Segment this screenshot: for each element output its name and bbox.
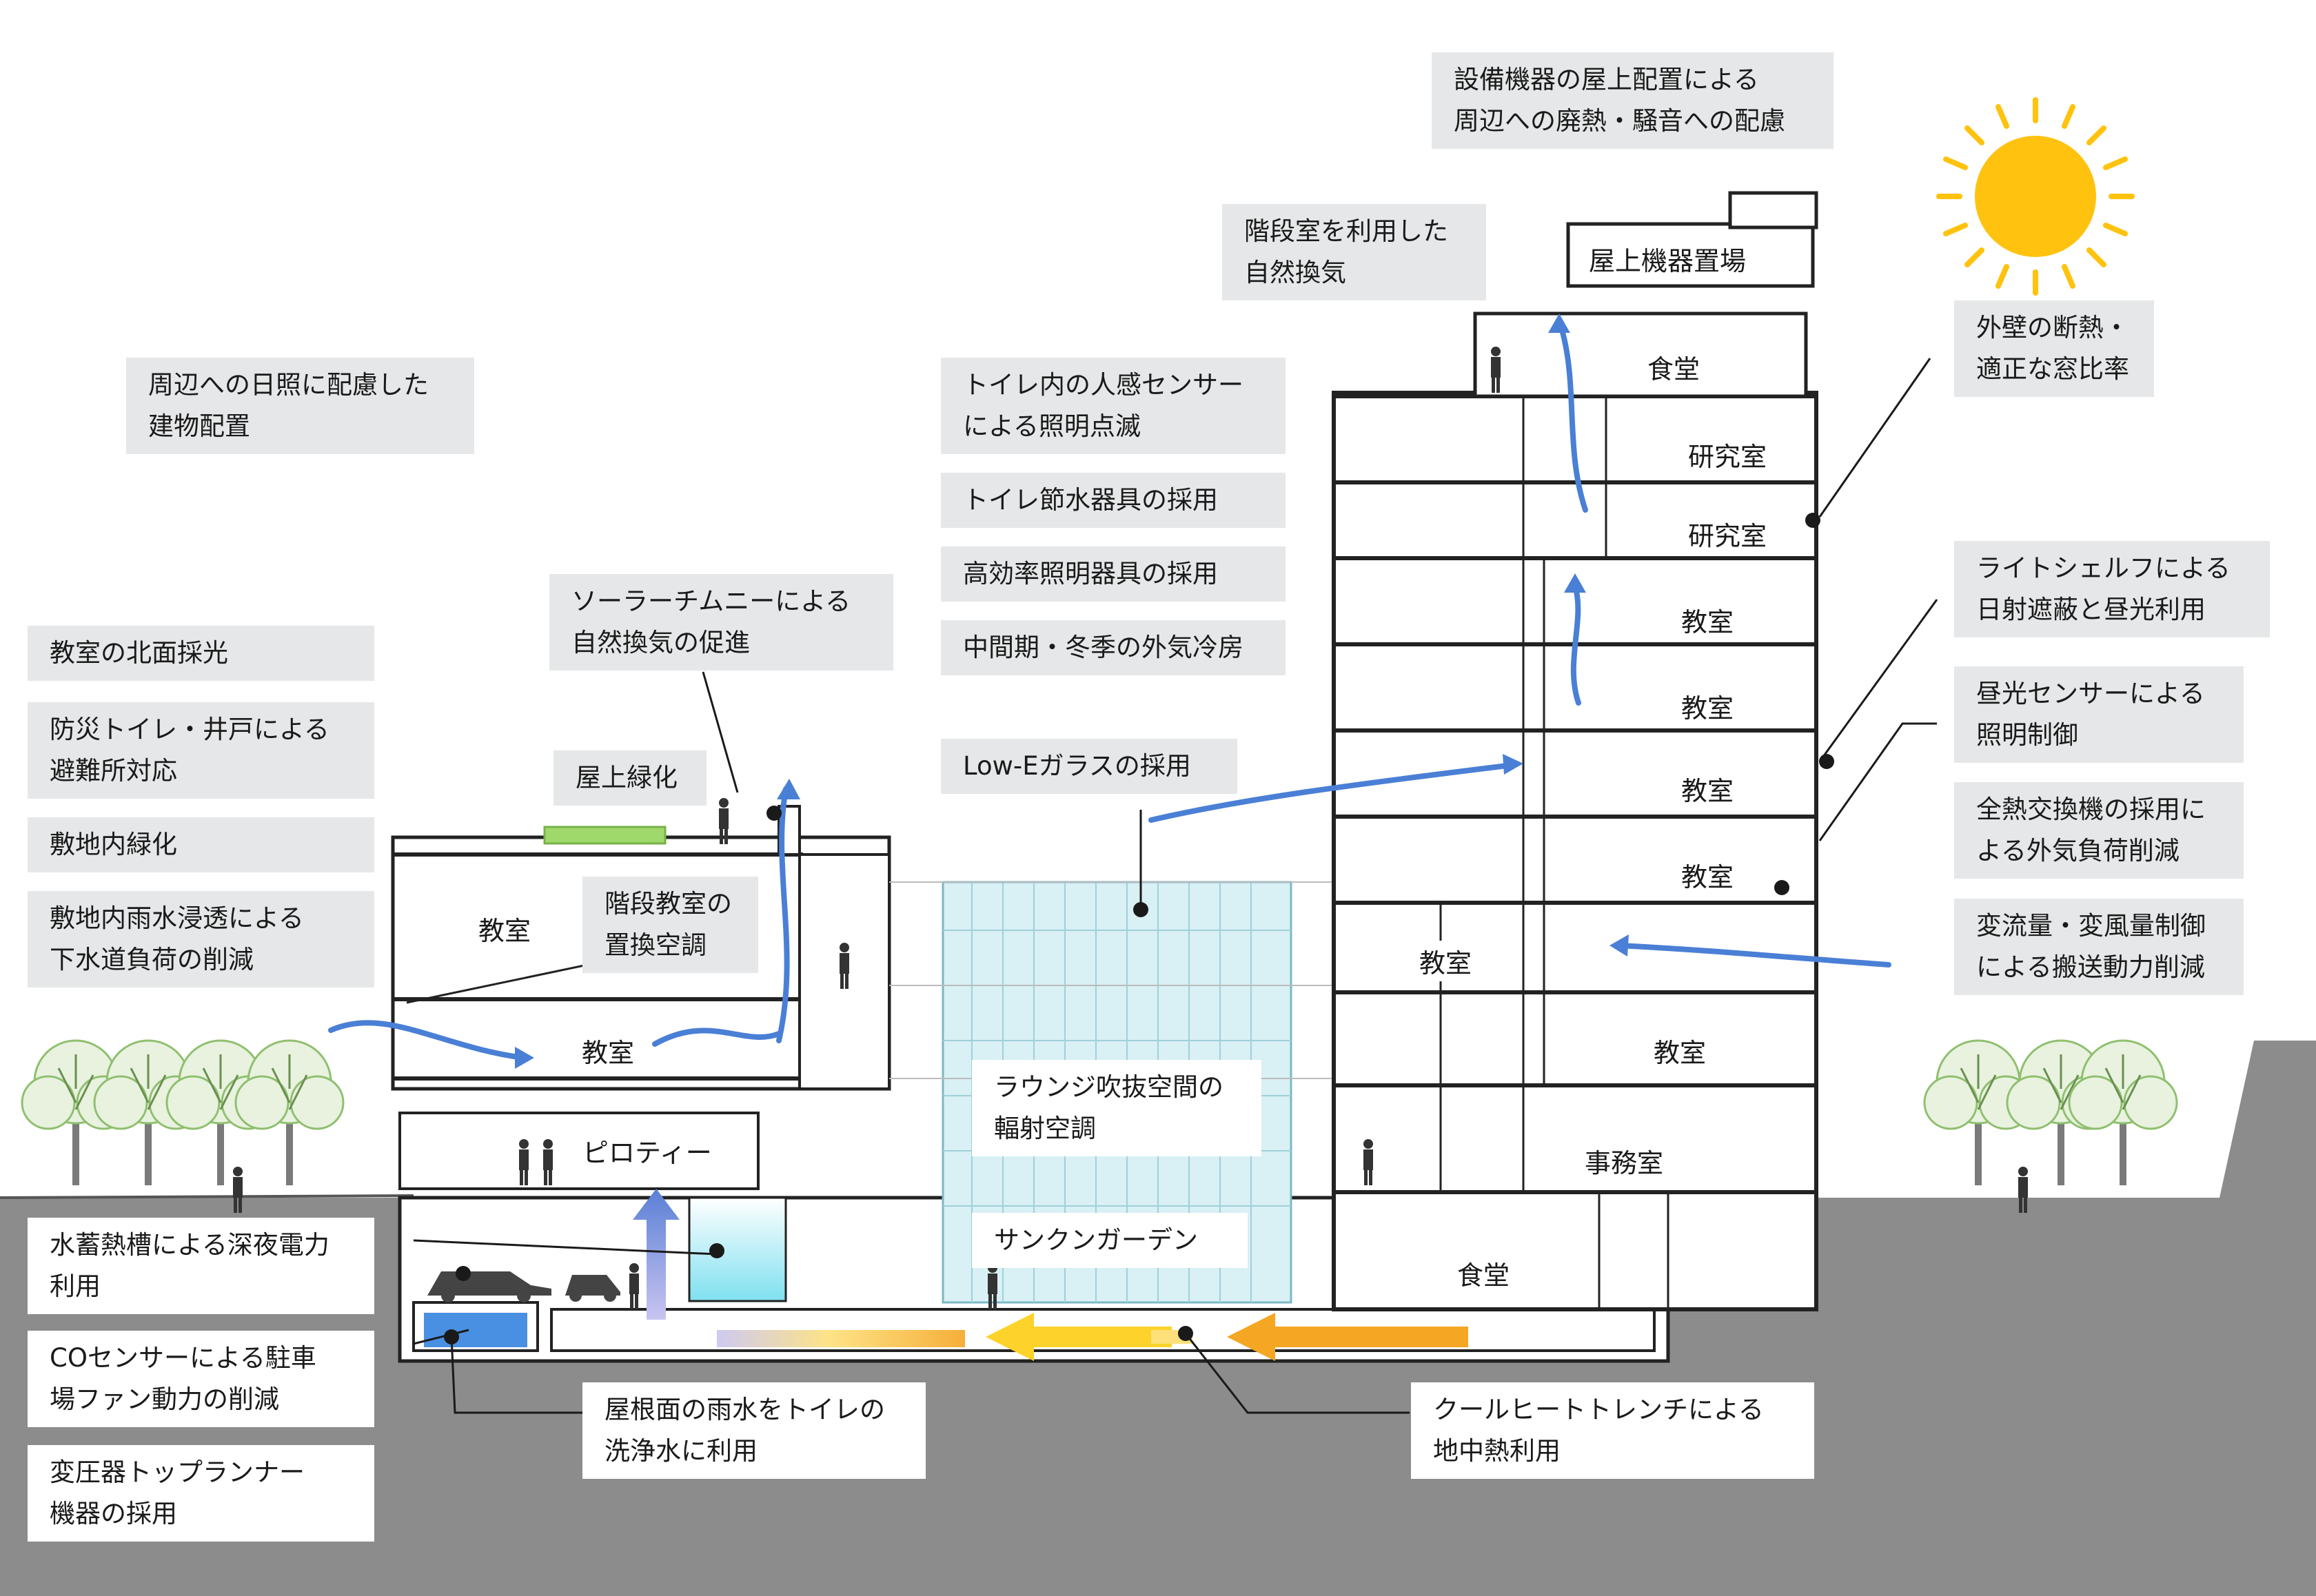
callout-lounge-radiant: ラウンジ吹抜空間の 輻射空調 bbox=[972, 1060, 1261, 1156]
callout-solar-chimney: ソーラーチムニーによる 自然換気の促進 bbox=[549, 574, 893, 671]
cool-heat-trench-arrows bbox=[717, 1313, 1468, 1361]
callout-cool-heat-trench: クールヒートトレンチによる 地中熱利用 bbox=[1411, 1382, 1814, 1479]
thermal-tank bbox=[688, 1196, 787, 1302]
room-cafeteria-top: 食堂 bbox=[1647, 354, 1700, 385]
room-classroom-r4: 教室 bbox=[1672, 855, 1744, 895]
callout-sunken-garden: サンクンガーデン bbox=[972, 1213, 1248, 1268]
callout-toilet-sensor: トイレ内の人感センサー による照明点滅 bbox=[941, 358, 1286, 454]
callout-daylight-sensor: 昼光センサーによる 照明制御 bbox=[1954, 666, 2244, 763]
piloti-area bbox=[398, 1112, 760, 1190]
room-rooftop-equipment: 屋上機器置場 bbox=[1589, 246, 1747, 276]
callout-co-sensor: COセンサーによる駐車 場ファン動力の削減 bbox=[28, 1331, 374, 1427]
callout-north-light: 教室の北面採光 bbox=[28, 626, 374, 681]
callout-thermal-storage: 水蓄熱槽による深夜電力 利用 bbox=[28, 1218, 374, 1314]
callout-light-shelf: ライトシェルフによる 日射遮蔽と昼光利用 bbox=[1954, 541, 2270, 637]
callout-low-e-glass: Low-Eガラスの採用 bbox=[941, 739, 1237, 794]
callout-water-saving: トイレ節水器具の採用 bbox=[941, 473, 1286, 528]
callout-efficient-lighting: 高効率照明器具の採用 bbox=[941, 546, 1286, 602]
callout-rooftop-equipment: 設備機器の屋上配置による 周辺への廃熱・騒音への配慮 bbox=[1432, 52, 1834, 149]
room-classroom-r3: 教室 bbox=[1672, 768, 1744, 809]
green-roof bbox=[543, 826, 667, 845]
airflow-arrow-icon bbox=[328, 325, 1891, 1061]
callout-outdoor-cooling: 中間期・冬季の外気冷房 bbox=[941, 620, 1286, 675]
room-lab-2: 研究室 bbox=[1678, 513, 1777, 554]
callout-wall-insulation: 外壁の断熱・ 適正な窓比率 bbox=[1954, 300, 2154, 397]
room-classroom-r1: 教室 bbox=[1672, 600, 1744, 640]
callout-rainwater-reuse: 屋根面の雨水をトイレの 洗浄水に利用 bbox=[582, 1382, 926, 1479]
callout-site-greening: 敷地内緑化 bbox=[28, 817, 374, 872]
callout-stair-ventilation: 階段室を利用した 自然換気 bbox=[1222, 204, 1486, 300]
room-classroom-r6: 教室 bbox=[1644, 1030, 1716, 1071]
room-office: 事務室 bbox=[1575, 1140, 1674, 1181]
callout-variable-flow: 変流量・変風量制御 による搬送動力削減 bbox=[1954, 899, 2244, 995]
sun-icon bbox=[1936, 97, 2135, 296]
room-classroom-r2: 教室 bbox=[1672, 686, 1744, 726]
upflow-arrow bbox=[633, 1189, 680, 1320]
room-classroom-l1: 教室 bbox=[469, 908, 541, 949]
callout-rainwater-infiltration: 敷地内雨水浸透による 下水道負荷の削減 bbox=[28, 891, 374, 988]
callout-sunlight-layout: 周辺への日照に配慮した 建物配置 bbox=[126, 358, 474, 454]
callout-stepped-classroom: 階段教室の 置換空調 bbox=[582, 877, 758, 973]
room-classroom-r5: 教室 bbox=[1410, 941, 1482, 981]
water-tank bbox=[424, 1313, 527, 1347]
callout-disaster-toilet: 防災トイレ・井戸による 避難所対応 bbox=[28, 702, 374, 799]
callout-heat-exchanger: 全熱交換機の採用に よる外気負荷削減 bbox=[1954, 782, 2244, 879]
room-cafeteria-basement: 食堂 bbox=[1448, 1253, 1520, 1293]
room-piloti: ピロティー bbox=[582, 1138, 712, 1168]
callout-rooftop-greening: 屋上緑化 bbox=[553, 750, 707, 806]
room-classroom-l2: 教室 bbox=[572, 1030, 644, 1071]
callout-transformer: 変圧器トップランナー 機器の採用 bbox=[28, 1445, 374, 1542]
room-lab-1: 研究室 bbox=[1678, 434, 1777, 475]
